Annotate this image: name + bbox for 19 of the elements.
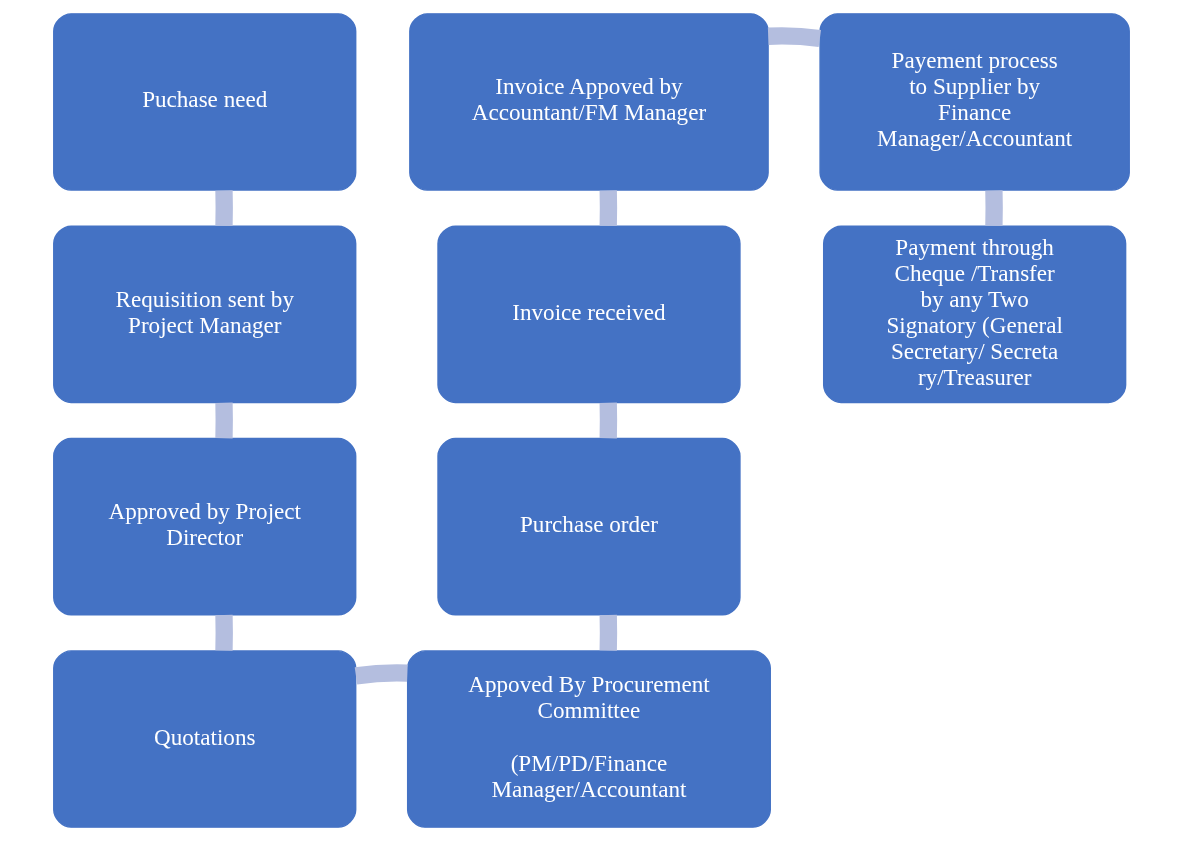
connector (215, 190, 233, 226)
node-box: Payment through Cheque /Transfer by any Two Signatory (General Secretary/ Secretary/Treasurer (823, 225, 1127, 404)
node-box: Invoice Appoved by Accountant/FM Manager (409, 13, 769, 191)
node-box: Requisition sent by Project Manager (53, 225, 357, 404)
connector (767, 27, 821, 48)
connector (599, 190, 618, 226)
node-box: Appoved By Procurement Committee (PM/PD/Finance Manager/Accountant (406, 650, 771, 828)
node-box: Approved by Project Director (53, 437, 357, 616)
connector (354, 664, 408, 685)
connector (599, 402, 618, 439)
connector (215, 402, 233, 439)
node-box: Payement process to Supplier by Finance Manager/Accountant (819, 13, 1130, 191)
connector (215, 614, 233, 651)
node-box: Puchase need (53, 13, 357, 191)
connector (599, 614, 618, 651)
node-box: Quotations (53, 650, 357, 828)
node-box: Invoice received (437, 225, 741, 404)
node-box: Purchase order (437, 437, 741, 616)
connector (985, 190, 1003, 227)
